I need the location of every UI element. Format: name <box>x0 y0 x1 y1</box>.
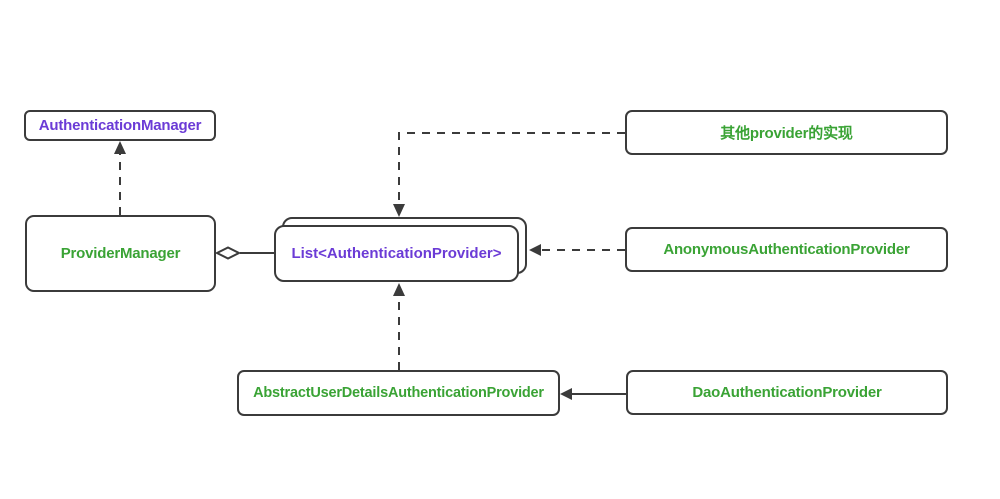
node-other-provider: 其他provider的实现 <box>625 110 948 155</box>
arrowhead-up-authenticationmanager <box>114 141 126 154</box>
arrowhead-left-abstract <box>560 388 572 400</box>
node-dao-authentication-provider-label: DaoAuthenticationProvider <box>692 384 882 401</box>
node-provider-list-stack: List<AuthenticationProvider> <box>274 217 527 282</box>
node-dao-authentication-provider: DaoAuthenticationProvider <box>626 370 948 415</box>
node-anonymous-authentication-provider: AnonymousAuthenticationProvider <box>625 227 948 272</box>
arrowhead-down-list <box>393 204 405 217</box>
arrowhead-left-list <box>529 244 541 256</box>
node-other-provider-label: 其他provider的实现 <box>720 125 853 142</box>
node-abstract-user-details-authentication-provider-label: AbstractUserDetailsAuthenticationProvide… <box>253 385 544 401</box>
node-provider-manager-label: ProviderManager <box>60 245 181 262</box>
node-provider-list: List<AuthenticationProvider> <box>274 225 519 282</box>
node-authentication-manager-label: AuthenticationManager <box>38 117 202 134</box>
node-anonymous-authentication-provider-label: AnonymousAuthenticationProvider <box>663 241 910 258</box>
edge-otherprovider-to-list <box>398 132 625 204</box>
aggregation-diamond <box>214 246 242 260</box>
node-abstract-user-details-authentication-provider: AbstractUserDetailsAuthenticationProvide… <box>237 370 560 416</box>
node-provider-manager: ProviderManager <box>25 215 216 292</box>
arrowhead-up-list <box>393 283 405 296</box>
node-provider-list-label: List<AuthenticationProvider> <box>291 245 502 262</box>
node-authentication-manager: AuthenticationManager <box>24 110 216 141</box>
